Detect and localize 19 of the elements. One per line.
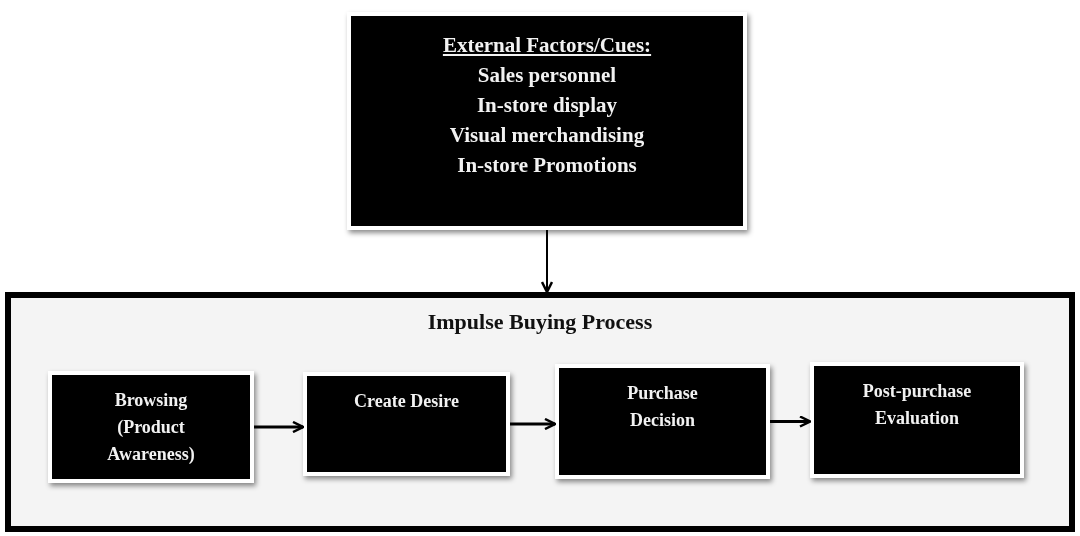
step-label: Browsing (Product Awareness) [106, 389, 196, 466]
process-container [5, 292, 1075, 532]
arrow [770, 415, 812, 428]
step-label: Create Desire [354, 390, 459, 413]
step-label: Purchase Decision [626, 382, 699, 432]
process-box [810, 362, 1024, 478]
process-box [303, 372, 510, 476]
container-title: Impulse Buying Process [426, 308, 654, 335]
factor-item: Visual merchandising [449, 122, 645, 149]
arrow [540, 229, 554, 294]
factor-item: In-store Promotions [457, 152, 637, 179]
process-box [555, 364, 770, 479]
factor-item: In-store display [476, 92, 618, 119]
arrow [254, 420, 305, 434]
arrow [510, 417, 557, 431]
step-label: Post-purchase Evaluation [861, 380, 973, 430]
factor-item: Sales personnel [477, 62, 617, 89]
process-box [48, 371, 254, 483]
heading: External Factors/Cues: [442, 32, 652, 59]
